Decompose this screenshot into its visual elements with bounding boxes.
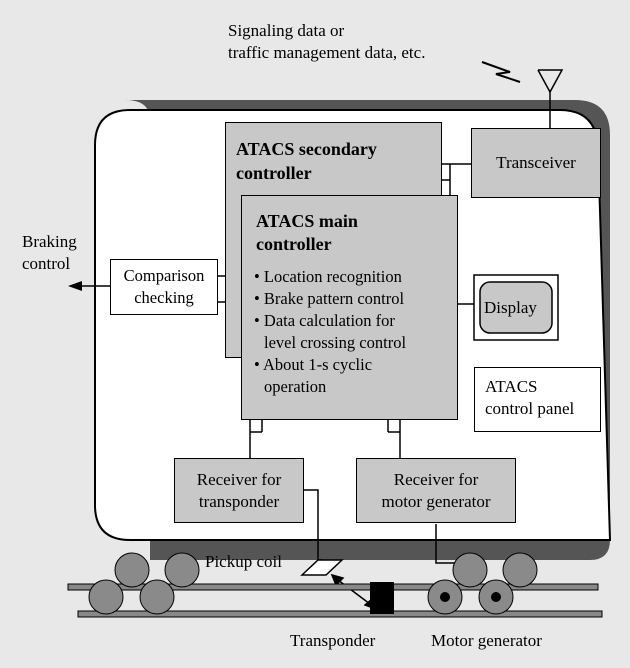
- pickup-coil-label: Pickup coil: [205, 552, 282, 571]
- receiver-transponder-line1: Receiver for: [196, 469, 282, 489]
- main-controller-title: ATACS main controller: [256, 210, 358, 256]
- receiver-motor-box: Receiver for motor generator: [356, 458, 516, 523]
- control-panel-box: ATACS control panel: [474, 367, 601, 432]
- display-screen: [479, 281, 553, 334]
- comparison-checking-box: Comparison checking: [110, 259, 218, 315]
- main-title-line2: controller: [256, 234, 332, 254]
- transponder-block: [370, 582, 394, 614]
- wheels-right: [427, 552, 538, 615]
- braking-line1: Braking: [22, 232, 77, 251]
- braking-arrow-icon: [68, 281, 82, 291]
- induction-arrow-icon: [330, 573, 378, 611]
- bullet-cyclic: • About 1-s cyclic: [254, 355, 373, 374]
- transponder-label: Transponder: [290, 631, 376, 650]
- bullet-brake-pattern: • Brake pattern control: [254, 289, 405, 308]
- receiver-motor-line2: motor generator: [381, 491, 491, 511]
- control-panel-line2: control panel: [485, 399, 575, 418]
- bullet-data-calc-cont: level crossing control: [264, 333, 407, 352]
- rail-bottom: [77, 610, 603, 618]
- rail-top: [67, 583, 599, 591]
- main-title-line1: ATACS main: [256, 211, 358, 231]
- signal-text-line2: traffic management data, etc.: [228, 43, 426, 62]
- receiver-transponder-line2: transponder: [198, 491, 280, 511]
- transceiver-label: Transceiver: [496, 153, 576, 172]
- comparison-line2: checking: [134, 288, 194, 307]
- bullet-location: • Location recognition: [254, 267, 402, 286]
- antenna-icon: [537, 69, 564, 128]
- comparison-line1: Comparison: [123, 266, 205, 285]
- braking-line2: control: [22, 254, 71, 273]
- signal-text: Signaling data or traffic management dat…: [228, 20, 425, 64]
- display-label: Display: [484, 298, 537, 317]
- control-panel-line1: ATACS: [485, 377, 538, 396]
- signal-text-line1: Signaling data or: [228, 21, 345, 40]
- motor-generator-dots: [440, 592, 501, 602]
- secondary-title-line1: ATACS secondary: [236, 139, 377, 159]
- main-controller-box: ATACS main controller • Location recogni…: [241, 195, 458, 420]
- pickup-coil-icon: [300, 559, 344, 576]
- transceiver-box: Transceiver: [471, 128, 601, 198]
- signal-bolt-icon: [481, 61, 521, 83]
- bullet-cyclic-cont: operation: [264, 377, 327, 396]
- receiver-motor-line1: Receiver for: [393, 469, 479, 489]
- main-controller-bullets: • Location recognition • Brake pattern c…: [254, 266, 406, 398]
- motor-generator-label: Motor generator: [431, 631, 542, 650]
- braking-control-label: Braking control: [22, 231, 77, 275]
- secondary-controller-title: ATACS secondary controller: [236, 137, 377, 185]
- receiver-transponder-box: Receiver for transponder: [174, 458, 304, 523]
- wheels-left: [88, 552, 200, 615]
- secondary-title-line2: controller: [236, 163, 312, 183]
- bullet-data-calc: • Data calculation for: [254, 311, 395, 330]
